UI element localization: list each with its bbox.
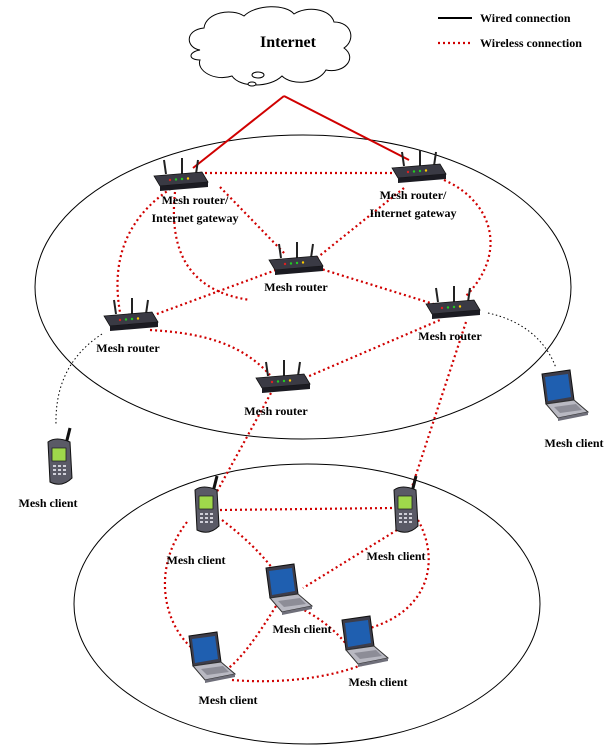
wired-link <box>283 95 410 161</box>
external-client-laptop: Mesh client <box>541 369 604 450</box>
router-left: Mesh router <box>96 297 160 355</box>
svg-text:Mesh client: Mesh client <box>19 496 78 510</box>
svg-text:Mesh router/: Mesh router/ <box>162 193 229 207</box>
svg-text:Mesh router/: Mesh router/ <box>380 188 447 202</box>
wireless-link <box>149 328 271 376</box>
laptop-icon <box>188 631 236 684</box>
router-bottom: Mesh router <box>244 359 311 418</box>
wireless-link <box>172 191 251 302</box>
wireless-links <box>116 171 492 683</box>
legend: Wired connection Wireless connection <box>438 11 582 50</box>
client-phone-b: Mesh client <box>367 474 426 563</box>
svg-text:Mesh router: Mesh router <box>96 341 160 355</box>
wired-link <box>192 95 285 169</box>
wireless-link <box>409 321 468 491</box>
svg-text:Mesh client: Mesh client <box>167 553 226 567</box>
wireless-link <box>231 662 365 683</box>
external-link <box>487 312 557 369</box>
router-gateway-right: Mesh router/ Internet gateway <box>370 149 457 220</box>
wireless-link <box>219 506 394 512</box>
svg-text:Internet gateway: Internet gateway <box>370 206 457 220</box>
svg-text:Mesh router: Mesh router <box>418 329 482 343</box>
external-link <box>55 333 103 426</box>
wired-links <box>192 95 410 169</box>
cloud-icon <box>188 6 352 86</box>
wireless-link <box>443 178 492 297</box>
client-laptop-c: Mesh client <box>188 631 258 707</box>
wireless-link <box>116 185 176 323</box>
wireless-link <box>302 529 398 589</box>
client-laptop-b: Mesh client <box>341 615 408 689</box>
router-gateway-left: Mesh router/ Internet gateway <box>152 157 239 225</box>
laptop-icon <box>265 563 313 616</box>
wireless-link <box>221 519 277 574</box>
svg-text:Mesh router: Mesh router <box>244 404 308 418</box>
svg-text:Mesh client: Mesh client <box>199 693 258 707</box>
cellphone-icon <box>46 426 74 486</box>
wireless-link <box>145 268 277 320</box>
wireless-link <box>163 521 193 649</box>
router-right: Mesh router <box>418 285 482 343</box>
client-mesh-ellipse <box>73 463 541 745</box>
cellphone-icon <box>392 474 420 534</box>
router-icon <box>268 241 324 276</box>
wireless-link <box>317 187 405 258</box>
internet-label: Internet <box>260 34 317 51</box>
svg-text:Mesh router: Mesh router <box>264 280 328 294</box>
external-client-links <box>55 312 557 426</box>
wireless-link <box>219 186 287 256</box>
internet-cloud: Internet <box>188 6 352 87</box>
legend-wireless-label: Wireless connection <box>480 36 582 50</box>
backbone-ellipse <box>34 134 572 440</box>
wireless-link <box>369 519 430 630</box>
svg-text:Mesh client: Mesh client <box>349 675 408 689</box>
svg-text:Mesh client: Mesh client <box>545 436 604 450</box>
svg-text:Internet gateway: Internet gateway <box>152 211 239 225</box>
wireless-link <box>317 266 441 308</box>
wireless-link <box>225 605 277 671</box>
client-phone-a: Mesh client <box>167 474 226 567</box>
cellphone-icon <box>193 474 221 534</box>
router-icon <box>255 359 311 394</box>
legend-wired-label: Wired connection <box>480 11 571 25</box>
router-center: Mesh router <box>264 241 328 294</box>
wireless-link <box>299 318 441 382</box>
client-laptop-a: Mesh client <box>265 563 332 636</box>
svg-text:Mesh client: Mesh client <box>367 549 426 563</box>
external-client-phone: Mesh client <box>19 426 78 510</box>
svg-text:Mesh client: Mesh client <box>273 622 332 636</box>
router-icon <box>103 297 159 332</box>
laptop-icon <box>541 369 589 422</box>
